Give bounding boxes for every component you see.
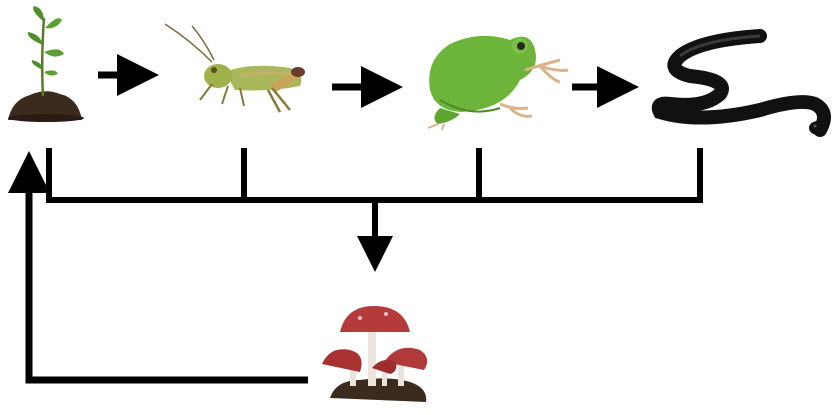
frog-icon xyxy=(427,35,569,131)
decomposition-bracket xyxy=(46,148,703,203)
seedling-icon xyxy=(8,6,84,122)
snake-icon xyxy=(651,29,831,137)
grasshopper-icon xyxy=(164,23,305,113)
arrow-decomposers-to-plant xyxy=(7,151,308,384)
mushroom-icon xyxy=(322,306,428,402)
